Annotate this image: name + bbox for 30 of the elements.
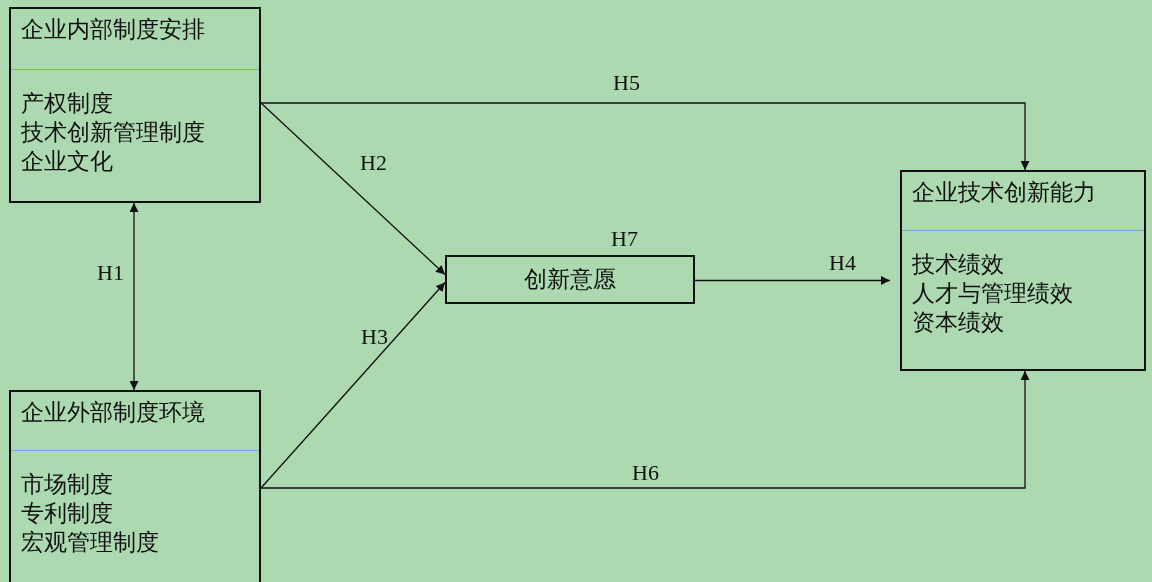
arrow	[260, 102, 1030, 171]
edge-label: H5	[613, 71, 640, 95]
concept-box	[900, 170, 1146, 371]
arrow	[260, 102, 446, 276]
concept-box	[9, 7, 261, 203]
list-item: 人才与管理绩效	[912, 280, 1073, 308]
list-item: 市场制度	[21, 471, 114, 499]
edge-label: H2	[360, 151, 387, 175]
list-item: 产权制度	[21, 90, 114, 118]
box-heading: 企业内部制度安排	[21, 16, 205, 44]
box-label: 创新意愿	[524, 266, 616, 294]
list-item: 技术绩效	[912, 251, 1005, 279]
edge-label: H1	[97, 261, 124, 285]
concept-box	[9, 390, 261, 582]
box-heading: 企业技术创新能力	[912, 179, 1096, 207]
box-heading: 企业外部制度环境	[21, 399, 205, 427]
list-item: 企业文化	[21, 148, 114, 176]
arrow	[129, 202, 139, 391]
edge-label: H6	[632, 461, 659, 485]
list-item: 宏观管理制度	[21, 529, 159, 557]
edge-label: H3	[361, 325, 388, 349]
list-item: 技术创新管理制度	[21, 119, 205, 147]
concept-box	[445, 255, 695, 304]
edge-label: H4	[829, 251, 856, 275]
arrow	[260, 370, 1030, 489]
arrow	[260, 281, 446, 489]
list-item: 资本绩效	[912, 309, 1005, 337]
hypothesis-label: H7	[611, 227, 638, 251]
list-item: 专利制度	[21, 500, 114, 528]
arrow	[694, 276, 891, 285]
